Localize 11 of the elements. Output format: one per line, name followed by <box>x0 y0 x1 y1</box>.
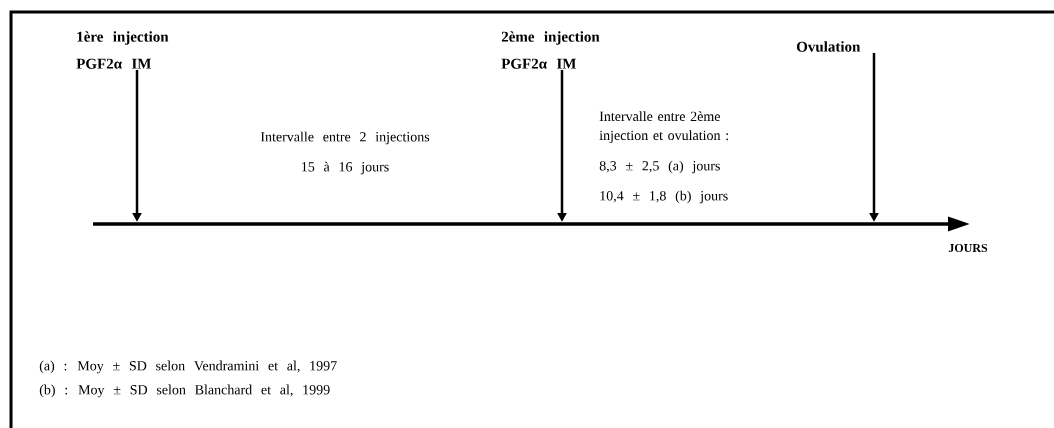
interval-text: 15 à 16 jours <box>302 161 389 175</box>
event-label: Ovulation <box>796 41 861 52</box>
footnote: (b) : Moy ± SD selon Blanchard et al, 1999 <box>39 384 330 398</box>
event-label: 2ème injection PGF2α IM <box>501 31 600 69</box>
interval-value: 10,4 ± 1,8 (b) jours <box>600 190 728 204</box>
event-label: 1ère injection PGF2α IM <box>76 31 169 69</box>
interval-value: 8,3 ± 2,5 (a) jours <box>599 160 720 174</box>
interval-text: Intervalle entre 2 injections <box>260 131 430 145</box>
axis-label: JOURS <box>948 243 988 252</box>
footnote: (a) : Moy ± SD selon Vendramini et al, 1997 <box>39 360 337 374</box>
interval-text: Intervalle entre 2ème injection et ovulation : <box>599 111 728 143</box>
